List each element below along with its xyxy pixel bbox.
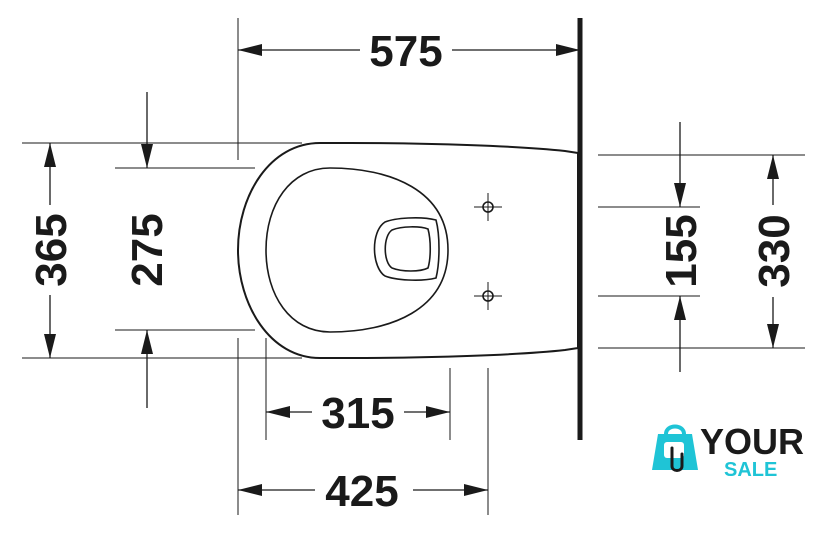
dimension-575: 575	[238, 27, 580, 76]
bowl-inner-outline	[265, 167, 449, 333]
shopping-bag-icon	[652, 424, 698, 472]
fixing-hole-top	[474, 193, 502, 221]
yoursale-logo: YOUR SALE	[652, 421, 804, 480]
dimension-label-315: 315	[321, 389, 394, 438]
drain-inner-outline	[384, 226, 432, 272]
dimension-330: 330	[750, 155, 799, 348]
dimension-365: 365	[27, 143, 76, 358]
dimension-label-155: 155	[657, 214, 706, 287]
dimension-label-330: 330	[750, 214, 799, 287]
fixing-hole-bottom	[474, 282, 502, 310]
dimension-315: 315	[266, 389, 450, 438]
logo-word-top: YOUR	[700, 421, 804, 462]
dimension-425: 425	[238, 467, 488, 516]
logo-word-bottom: SALE	[724, 459, 777, 480]
bowl-outer-outline	[236, 142, 579, 359]
dimension-label-425: 425	[325, 467, 398, 516]
dimension-155: 155	[657, 122, 706, 372]
dimension-label-365: 365	[27, 213, 76, 286]
drain-outline	[373, 217, 440, 281]
dimension-275: 275	[123, 92, 172, 408]
dimension-label-575: 575	[369, 27, 442, 76]
dimension-label-275: 275	[123, 213, 172, 286]
